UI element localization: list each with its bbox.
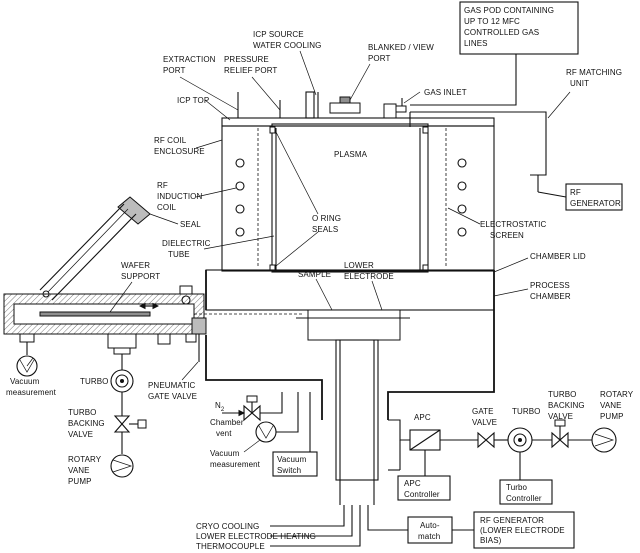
automatch-box: Auto- match (407, 516, 453, 544)
load-lock (3, 285, 304, 355)
rotary-vane-pump-right-label: ROTARY VANE PUMP (600, 390, 635, 421)
rotary-vane-pump-left-label: ROTARY VANE PUMP (68, 455, 103, 486)
icp-top-label: ICP TOP (177, 96, 209, 105)
icp-source-water-label: ICP SOURCE WATER COOLING (253, 30, 321, 50)
pneumatic-gate-valve-label: PNEUMATIC GATE VALVE (148, 381, 198, 401)
rf-matching-unit-label: RF MATCHING UNIT (566, 68, 624, 88)
vacuum-switch-box: Vacuum Switch (272, 451, 318, 477)
gas-pod-box: GAS POD CONTAINING UP TO 12 MFC CONTROLL… (459, 1, 579, 55)
apc-controller-box: APC Controller (397, 475, 451, 501)
turbo-backing-valve-left-label: TURBO BACKING VALVE (68, 408, 107, 439)
chamber-vent-label: Chamber vent (210, 418, 246, 438)
vacuum-gauge-left (16, 355, 38, 377)
turbo-left-label: TURBO (80, 377, 109, 386)
turbo-pump-left (110, 369, 134, 393)
rf-induction-coil (235, 158, 467, 237)
apc-valve (409, 429, 441, 451)
vacuum-gauge-center (255, 421, 277, 443)
pneumatic-gate-valve (191, 317, 207, 362)
water-cooling-port (305, 91, 319, 119)
seal-actuator (39, 196, 151, 301)
process-chamber-label: PROCESS CHAMBER (530, 281, 572, 301)
plasma-label: PLASMA (334, 150, 368, 159)
gas-line (410, 54, 517, 106)
vacuum-switch-label: Vacuum Switch (277, 455, 309, 475)
gate-valve-right (477, 431, 495, 449)
turbo-backing-valve-right-label: TURBO BACKING VALVE (548, 390, 587, 421)
sample-label: SAMPLE (298, 270, 331, 279)
rf-induction-coil-label: RF INDUCTION COIL (157, 181, 205, 212)
turbo-pump-right (507, 427, 533, 453)
pressure-relief-label: PRESSURE RELIEF PORT (224, 55, 277, 75)
rf-coil-enclosure-label: RF COIL ENCLOSURE (154, 136, 205, 156)
thermocouple-label: THERMOCOUPLE (196, 542, 265, 551)
turbo-controller-box: Turbo Controller (499, 479, 553, 505)
chamber-lid-label: CHAMBER LID (530, 252, 586, 261)
rf-matching-unit-box (409, 111, 547, 176)
blanked-view-port-label: BLANKED / VIEW PORT (368, 43, 436, 63)
turbo-backing-valve-left (113, 415, 147, 433)
cryo-cooling-label: CRYO COOLING (196, 522, 259, 531)
view-port (329, 96, 361, 114)
seal-label: SEAL (180, 220, 201, 229)
automatch-label: Auto- match (418, 521, 442, 541)
turbo-backing-valve-right (551, 419, 569, 449)
lower-electrode-label: LOWER ELECTRODE (344, 261, 394, 281)
dielectric-tube-label: DIELECTRIC TUBE (162, 239, 213, 259)
gas-pod-label: GAS POD CONTAINING UP TO 12 MFC CONTROLL… (464, 6, 556, 48)
turbo-right-label: TURBO (512, 407, 541, 416)
rotary-pump-left (110, 454, 134, 478)
rf-generator-box: RF GENERATOR (565, 183, 623, 211)
rf-generator-label: RF GENERATOR (570, 188, 621, 208)
process-chamber (205, 269, 495, 505)
chamber-vent-valve (243, 395, 261, 422)
rf-generator-lower-label: RF GENERATOR (LOWER ELECTRODE BIAS) (480, 516, 567, 545)
rotary-pump-right (591, 427, 617, 453)
apc-controller-label: APC Controller (404, 479, 440, 499)
o-ring-seals-label: O RING SEALS (312, 214, 343, 234)
vacuum-measurement-left-label: Vacuum measurement (6, 377, 57, 397)
electrostatic-screen-label: ELECTROSTATIC SCREEN (480, 220, 549, 240)
vacuum-measurement-center-label: Vacuum measurement (210, 449, 261, 469)
icp-source (221, 117, 495, 273)
rf-generator-lower-box: RF GENERATOR (LOWER ELECTRODE BIAS) (473, 511, 575, 549)
extraction-port-label: EXTRACTION PORT (163, 55, 218, 75)
turbo-controller-label: Turbo Controller (506, 483, 542, 503)
wafer-support-label: WAFER SUPPORT (121, 261, 160, 281)
gas-inlet-label: GAS INLET (424, 88, 467, 97)
gas-inlet-fitting (383, 98, 407, 119)
apc-label: APC (414, 413, 431, 422)
gate-valve-label: GATE VALVE (472, 407, 497, 427)
n2-label: N2 (215, 401, 225, 413)
lower-electrode-heating-label: LOWER ELECTRODE HEATING (196, 532, 316, 541)
